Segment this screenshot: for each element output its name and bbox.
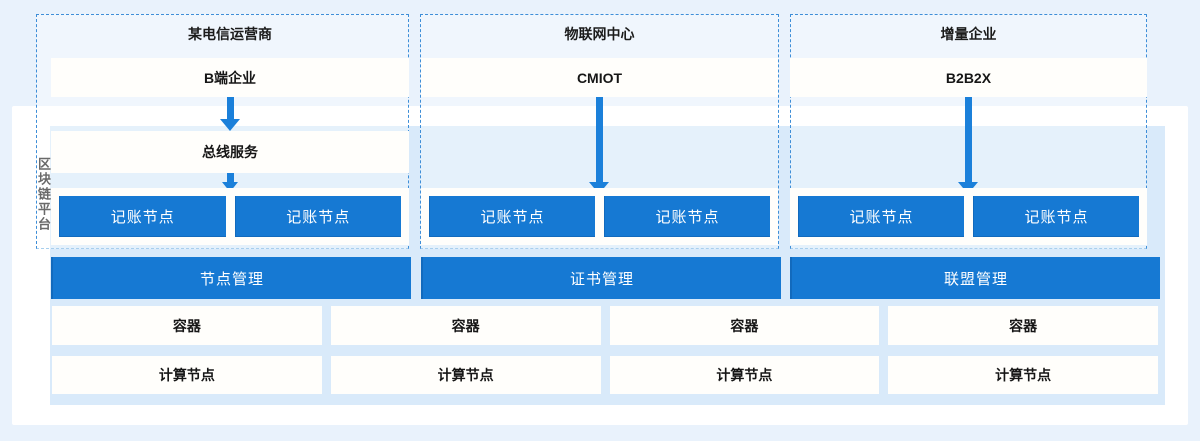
arrow-entity-to-bus-head-icon: [220, 119, 240, 131]
compute-node-box: 计算节点: [609, 356, 880, 394]
entity-box-cmiot: CMIOT: [421, 58, 778, 97]
container-box: 容器: [888, 306, 1158, 345]
ledger-band-incremental: 记账节点 记账节点: [790, 188, 1147, 245]
ledger-node-box: 记账节点: [234, 196, 401, 237]
entity-box-b2b2x: B2B2X: [790, 58, 1147, 97]
ledger-node-box: 记账节点: [973, 196, 1139, 237]
ledger-node-box: 记账节点: [798, 196, 964, 237]
compute-node-box: 计算节点: [330, 356, 601, 394]
container-box: 容器: [609, 306, 880, 345]
compute-node-row: 计算节点 计算节点 计算节点 计算节点: [52, 356, 1158, 394]
arrow-b2b2x-to-nodes-icon: [965, 97, 972, 183]
container-box: 容器: [330, 306, 601, 345]
certificate-management-bar: 证书管理: [421, 257, 781, 299]
arrow-bus-to-nodes-head-icon: [222, 182, 238, 192]
container-box: 容器: [52, 306, 322, 345]
arrow-bus-to-nodes-icon: [227, 173, 234, 183]
platform-vertical-label: 区块链平台: [36, 157, 51, 232]
compute-node-box: 计算节点: [888, 356, 1158, 394]
arrow-cmiot-to-nodes-icon: [596, 97, 603, 183]
entity-box-b-enterprise: B端企业: [51, 58, 409, 97]
column-title-iot-center: 物联网中心: [564, 26, 635, 42]
ledger-node-box: 记账节点: [604, 196, 770, 237]
container-row: 容器 容器 容器 容器: [52, 306, 1158, 345]
alliance-management-bar: 联盟管理: [790, 257, 1160, 299]
ledger-node-box: 记账节点: [429, 196, 595, 237]
arrow-entity-to-bus-icon: [227, 97, 234, 120]
column-title-telecom-operator: 某电信运营商: [188, 26, 272, 42]
column-title-incremental-enterprise: 增量企业: [940, 26, 997, 42]
bus-service-box: 总线服务: [51, 131, 409, 173]
compute-node-box: 计算节点: [52, 356, 322, 394]
node-management-bar: 节点管理: [51, 257, 411, 299]
ledger-band-iot: 记账节点 记账节点: [421, 188, 778, 245]
ledger-node-box: 记账节点: [59, 196, 226, 237]
ledger-band-telecom: 记账节点 记账节点: [51, 188, 409, 245]
